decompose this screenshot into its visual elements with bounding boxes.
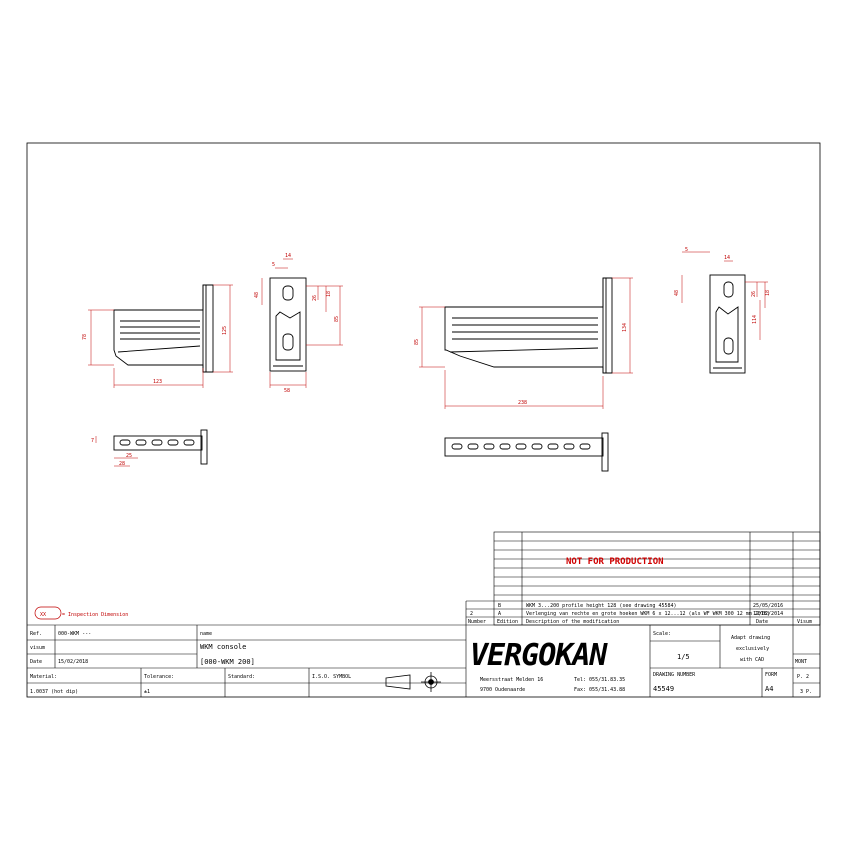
material-value: 1.0037 (hot dip): [30, 689, 78, 695]
date-value: 15/02/2018: [58, 659, 88, 665]
dim-114-right: 114: [752, 315, 758, 324]
drawing-number-label: DRAWING NUMBER: [653, 672, 696, 678]
drawing-name-line2: [000-WKM 200]: [200, 658, 255, 666]
left-side-dimensions: [88, 284, 233, 388]
left-top-dimensions: [95, 436, 138, 467]
material-label: Material:: [30, 674, 57, 680]
ref-label: Ref.: [30, 631, 42, 637]
dim-123: 123: [153, 379, 162, 385]
iso-symbol-label: I.S.O. SYMBOL: [312, 674, 351, 680]
dim-48: 48: [254, 292, 260, 298]
left-console-top-view: [113, 429, 208, 465]
revision-row-2-description: Verlenging van rechte en grote hoeken WK…: [526, 611, 770, 617]
sheet-border: [26, 142, 821, 698]
dim-18-right: 18: [765, 290, 771, 296]
mont-label: MONT: [795, 659, 807, 665]
inspection-symbol: XX: [40, 612, 46, 618]
dim-5: 5: [272, 262, 275, 268]
dim-85: 85: [334, 316, 340, 322]
company-address-2: 9700 Oudenaarde: [480, 687, 525, 693]
left-console-end-view: [269, 277, 307, 372]
dim-18: 18: [326, 291, 332, 297]
not-for-production-banner: NOT FOR PRODUCTION: [566, 557, 664, 567]
dim-7: 7: [91, 438, 94, 444]
dim-26: 26: [312, 295, 318, 301]
form-label: FORM: [765, 672, 777, 678]
form-value: A4: [765, 685, 773, 693]
revision-row-1-edition: B: [498, 603, 501, 609]
right-side-dimensions: [419, 277, 633, 409]
revision-header-visum: Visum: [797, 619, 812, 625]
name-label: name: [200, 631, 212, 637]
dim-14: 14: [285, 253, 291, 259]
visum-label: visum: [30, 645, 45, 651]
revision-header-description: Description of the modification: [526, 619, 619, 625]
cad-note-1: Adapt drawing: [731, 635, 770, 641]
standard-label: Standard:: [228, 674, 255, 680]
title-block-grid: [27, 624, 820, 697]
inspection-symbol-box: [34, 606, 62, 620]
cad-note-3: with CAD: [740, 657, 764, 663]
dim-25: 25: [126, 453, 132, 459]
revision-table: [465, 531, 821, 626]
tolerance-label: Tolerance:: [144, 674, 174, 680]
dim-5-right: 5: [685, 247, 688, 253]
revision-header-number: Number: [468, 619, 486, 625]
revision-row-2-edition: A: [498, 611, 501, 617]
revision-header-date: Date: [756, 619, 768, 625]
scale-label: Scale:: [653, 631, 671, 637]
dim-14-right: 14: [724, 255, 730, 261]
company-tel: Tel: 055/31.83.35: [574, 677, 625, 683]
right-end-dimensions: [681, 251, 768, 340]
ref-value: 000-WKM ---: [58, 631, 91, 637]
page-number: P. 2: [797, 674, 809, 680]
dim-48-right: 48: [674, 290, 680, 296]
right-console-top-view: [444, 432, 609, 472]
drawing-name-line1: WKM console: [200, 643, 246, 651]
page-count: 3 P.: [800, 689, 812, 695]
tolerance-value: ±1: [144, 689, 150, 695]
revision-row-2-number: 2: [470, 611, 473, 617]
dim-58: 58: [284, 388, 290, 394]
date-label: Date: [30, 659, 42, 665]
projection-symbol-icon: [385, 672, 441, 692]
right-console-end-view: [709, 274, 746, 374]
dim-238: 238: [518, 400, 527, 406]
dim-78: 78: [82, 334, 88, 340]
company-address-1: Meersstraat Melden 16: [480, 677, 543, 683]
dim-28: 28: [119, 461, 125, 467]
right-console-side-view: [444, 277, 613, 374]
dim-134: 134: [622, 323, 628, 332]
left-end-dimensions: [261, 258, 343, 388]
dim-26-right: 26: [751, 291, 757, 297]
inspection-note: = Inspection Dimension: [62, 612, 128, 618]
drawing-number: 45549: [653, 685, 674, 693]
company-fax: Fax: 055/31.43.88: [574, 687, 625, 693]
revision-row-2-date: 12/02/2014: [753, 611, 783, 617]
cad-note-2: exclusively: [736, 646, 769, 652]
dim-125: 125: [222, 326, 228, 335]
revision-row-1-date: 25/05/2016: [753, 603, 783, 609]
scale-value: 1/5: [677, 653, 690, 661]
revision-row-1-description: WKM 3...200 profile height 128 (see draw…: [526, 603, 677, 609]
revision-header-edition: Edition: [497, 619, 518, 625]
company-logo: VERGOKAN: [470, 638, 608, 673]
dim-85-right: 85: [414, 339, 420, 345]
left-console-side-view: [113, 284, 214, 373]
